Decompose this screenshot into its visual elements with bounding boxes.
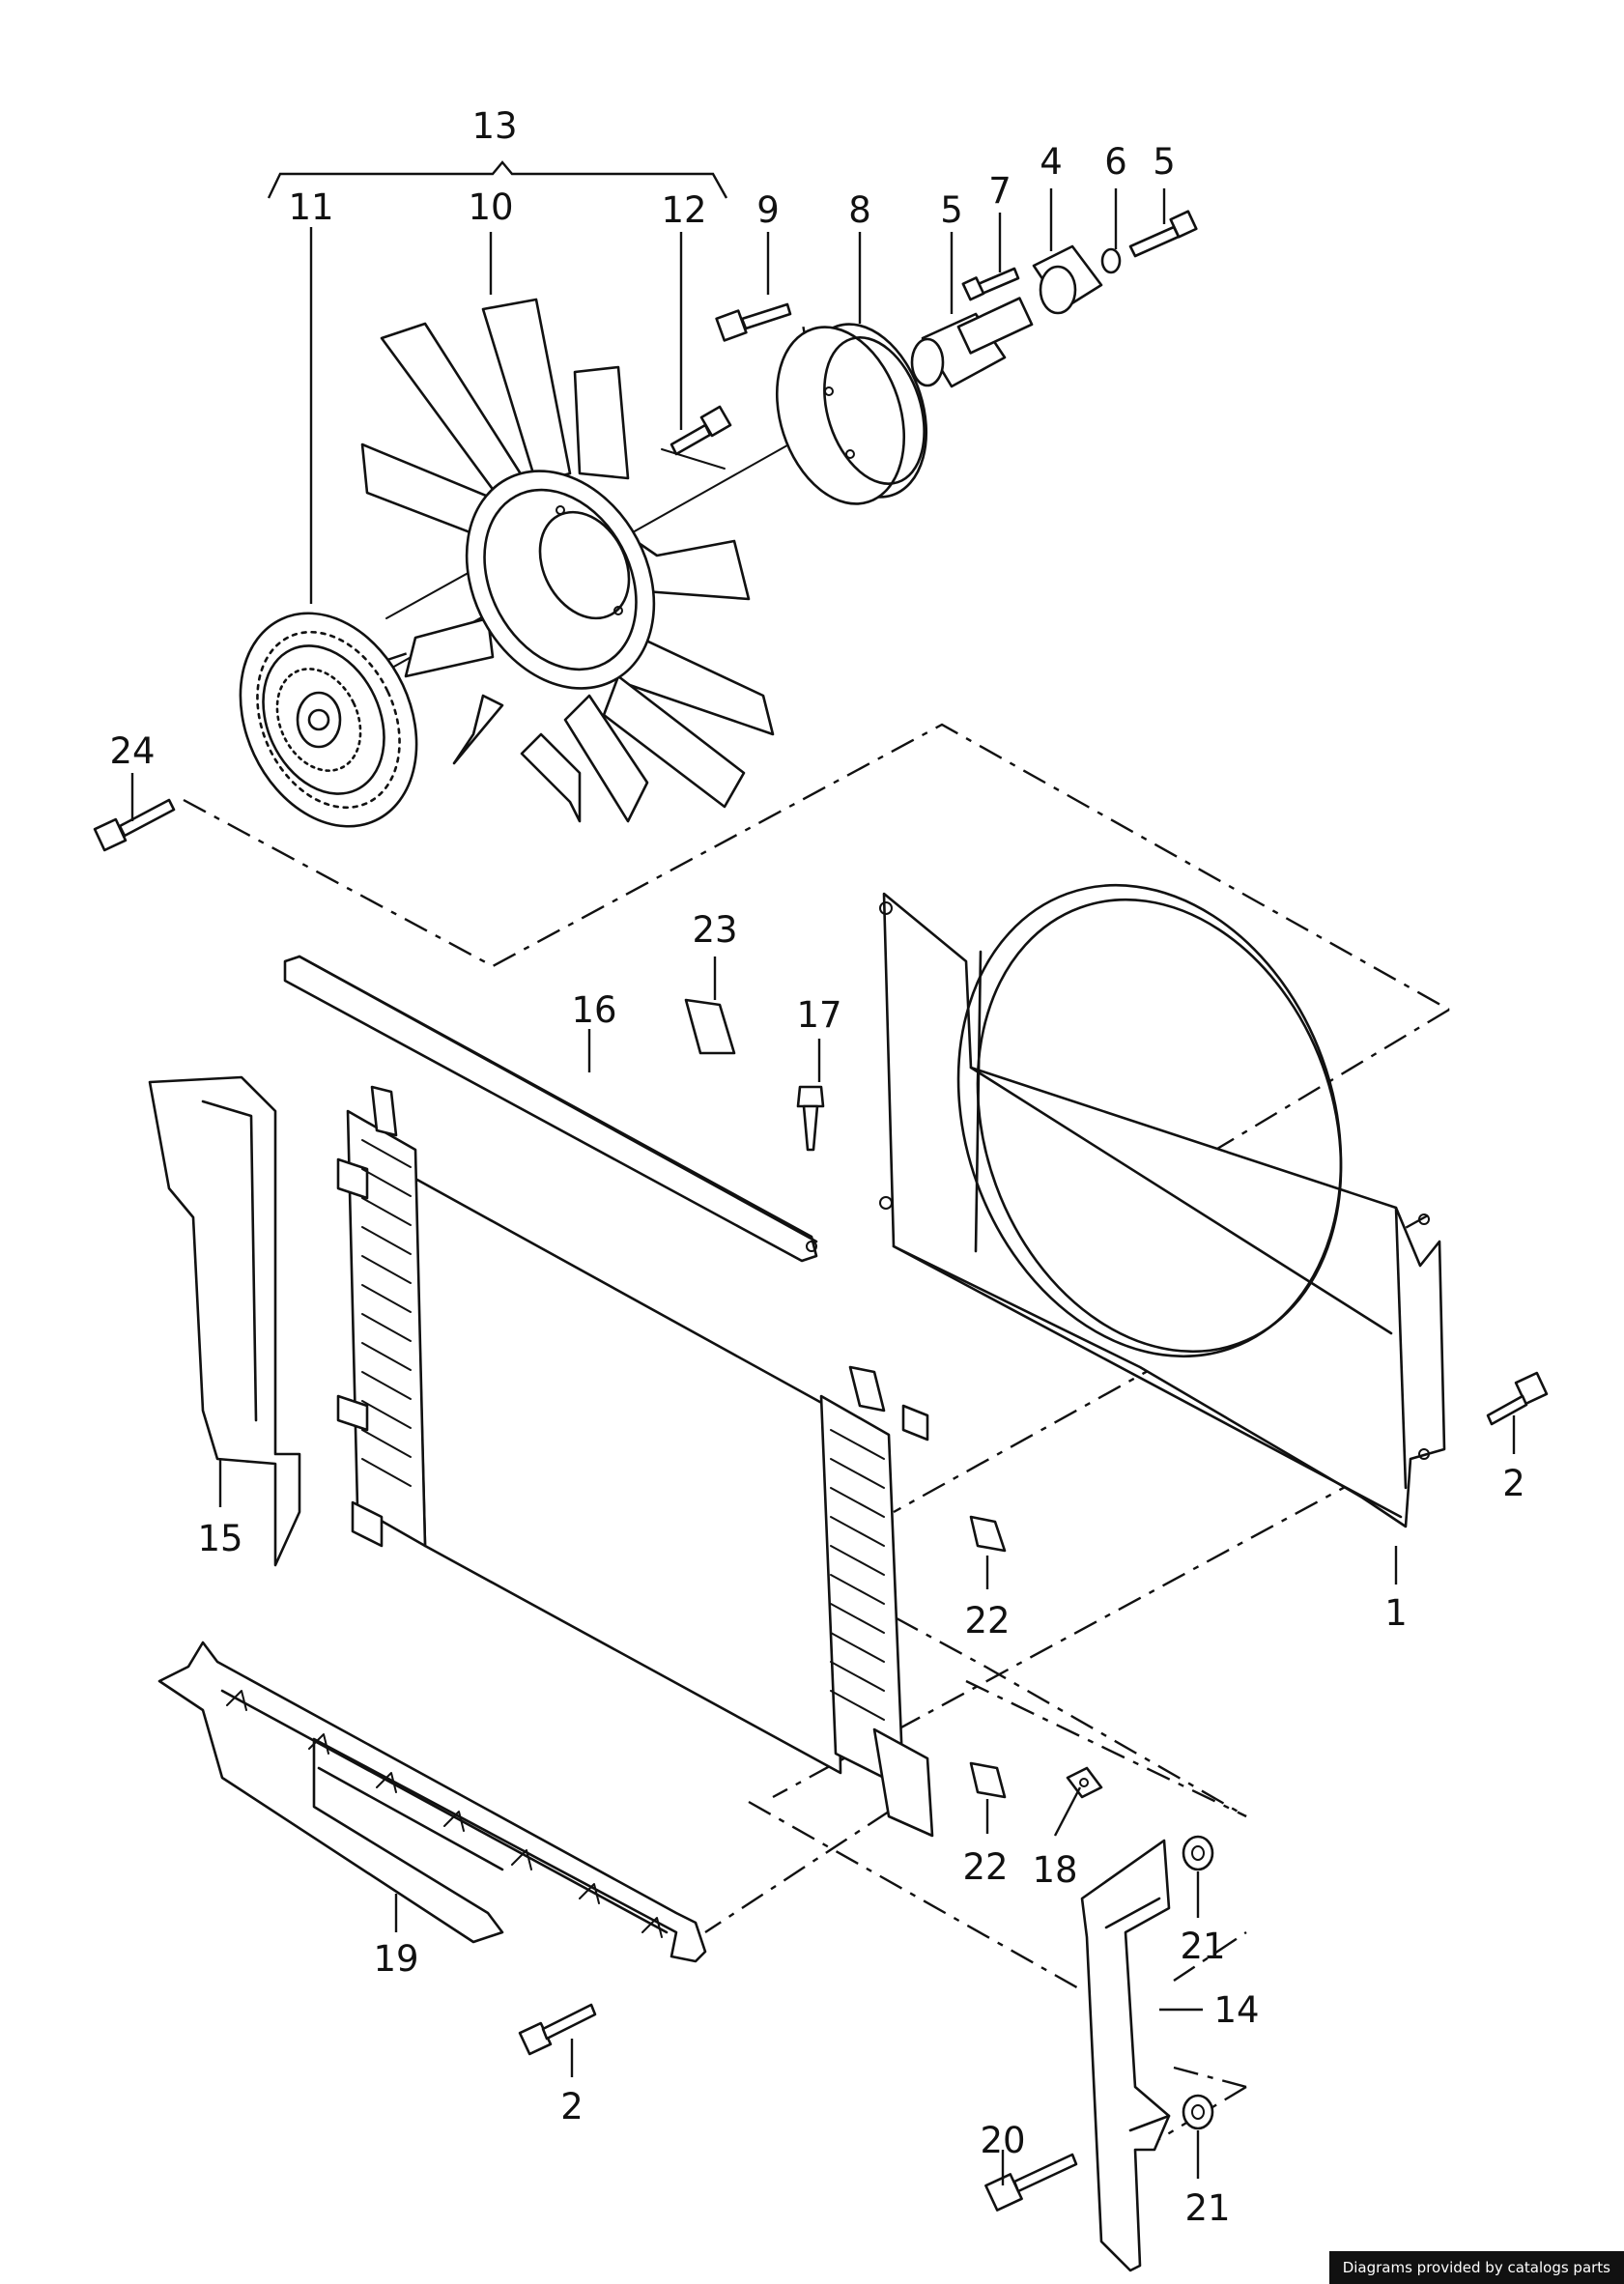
- clip-18: [1066, 1766, 1103, 1799]
- callout-15: 15: [197, 1518, 242, 1559]
- callout-8: 8: [848, 189, 871, 231]
- washer-21-upper: [1182, 1835, 1214, 1871]
- callout-14: 14: [1213, 1989, 1259, 2031]
- fan-blade: [360, 298, 775, 823]
- bolt-5: [1128, 210, 1198, 258]
- callout-10: 10: [468, 186, 513, 228]
- callout-16: 16: [571, 989, 616, 1031]
- callout-19: 19: [373, 1938, 418, 1980]
- callout-22-upper: 22: [964, 1600, 1010, 1642]
- bolt-9: [715, 302, 792, 342]
- side-seal-15: [148, 1075, 301, 1567]
- callout-17: 17: [796, 994, 841, 1036]
- callout-5: 5: [1153, 141, 1176, 183]
- callout-3: 5: [940, 189, 963, 231]
- callout-12: 12: [661, 189, 706, 231]
- bearing-housing: [910, 297, 1034, 388]
- callout-2-right: 2: [1502, 1463, 1525, 1504]
- callout-6: 6: [1104, 141, 1127, 183]
- callout-13: 13: [471, 105, 517, 147]
- radiator-fins: [361, 1139, 885, 1721]
- callout-23: 23: [692, 909, 737, 951]
- fan-shroud: [879, 883, 1446, 1528]
- radiator: [336, 1085, 934, 1838]
- pulley: [775, 323, 928, 505]
- upper-brace: [283, 955, 818, 1263]
- callout-labels: 13 11 10 12 9 8 5 7 4 6 5 24 23 16 17 15…: [109, 105, 1524, 2229]
- callout-24: 24: [109, 730, 155, 772]
- bolt-12: [670, 405, 732, 456]
- lower-air-guide-19: [157, 1641, 707, 1963]
- bolt-24: [93, 798, 176, 852]
- bolt-7: [961, 267, 1020, 301]
- screw-2-lower: [518, 2003, 597, 2056]
- bracket-4: [1032, 244, 1103, 315]
- leader-lines: [130, 188, 1516, 2185]
- callout-11: 11: [288, 186, 333, 228]
- callout-20: 20: [980, 2120, 1025, 2161]
- group-bracket-13: [267, 160, 728, 199]
- credit-banner: Diagrams provided by catalogs parts: [1328, 2251, 1624, 2284]
- viscous-fan-clutch: [239, 612, 418, 828]
- right-air-guide-14: [1080, 1839, 1171, 2272]
- callout-1: 1: [1384, 1592, 1408, 1634]
- washer-6: [1100, 247, 1122, 274]
- screw-2-right: [1486, 1371, 1549, 1426]
- callout-21-lower: 21: [1184, 2187, 1230, 2229]
- clip-22-upper: [969, 1515, 1007, 1553]
- callout-18: 18: [1032, 1849, 1077, 1891]
- washer-21-lower: [1182, 2094, 1214, 2130]
- callout-21-upper: 21: [1180, 1926, 1225, 1967]
- screw-17: [796, 1085, 825, 1152]
- callout-9: 9: [756, 189, 780, 231]
- bolt-20: [984, 2153, 1078, 2212]
- clip-22-lower: [969, 1761, 1007, 1799]
- callout-7: 7: [988, 170, 1011, 212]
- callout-2-lower: 2: [560, 2086, 584, 2127]
- callout-22-lower: 22: [962, 1846, 1008, 1888]
- callout-4: 4: [1040, 141, 1063, 183]
- clip-23: [684, 998, 736, 1055]
